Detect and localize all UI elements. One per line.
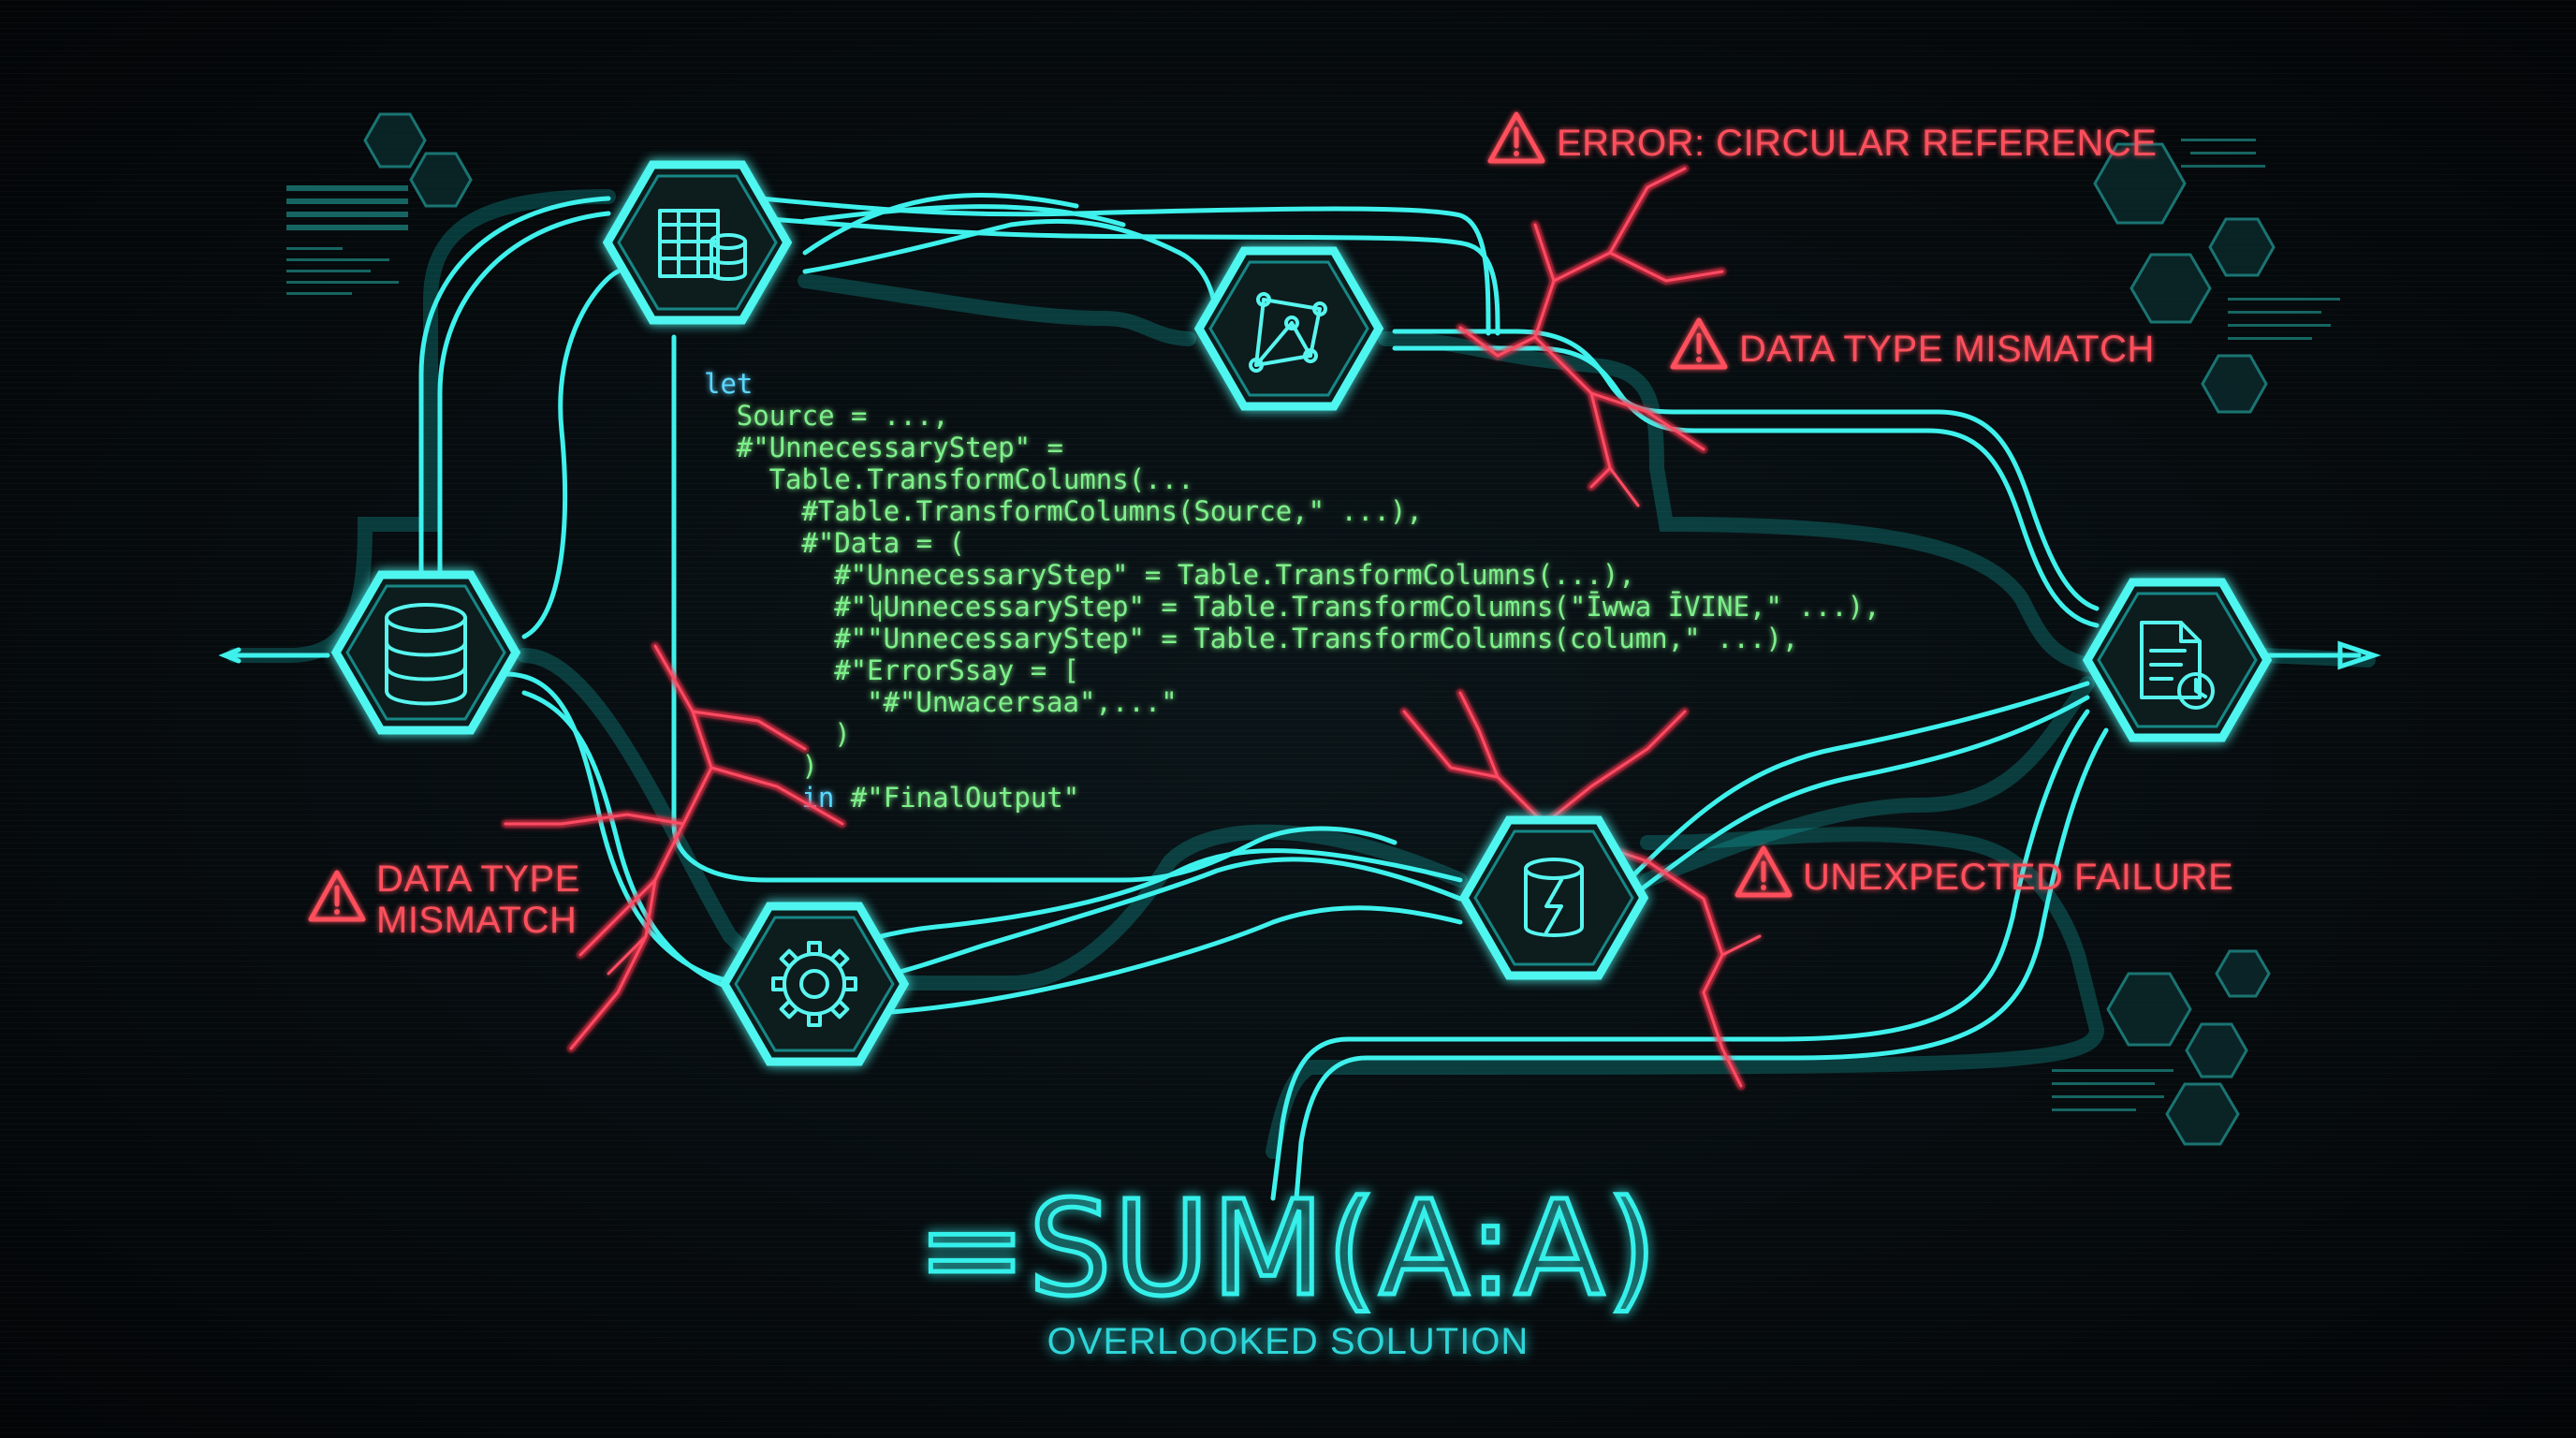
warning-label-line1: DATA TYPE — [376, 858, 580, 900]
warning-circular-reference: ERROR: CIRCULAR REFERENCE — [1487, 111, 2157, 164]
warning-triangle-icon — [308, 870, 366, 922]
code-line: "#"Unwacersaa",..." — [867, 686, 1178, 718]
caption-text: OVERLOOKED SOLUTION — [1047, 1321, 1530, 1362]
formula-block: =SUM(A:A) OVERLOOKED SOLUTION — [915, 1171, 1660, 1363]
network-graph-icon — [1249, 292, 1327, 373]
gear-icon — [771, 941, 857, 1027]
database-error-icon — [1524, 858, 1584, 937]
crack-left — [501, 641, 847, 1053]
warning-triangle-icon — [1487, 111, 1545, 164]
gear-node[interactable] — [719, 902, 910, 1066]
gear-tooth — [807, 1012, 822, 1027]
warning-label-line2: MISMATCH — [376, 900, 577, 941]
gear-tooth — [779, 948, 799, 969]
gear-tooth — [779, 999, 799, 1020]
warning-unexpected-failure: UNEXPECTED FAILURE — [1734, 845, 2233, 898]
code-line: #Table.TransformColumns(Source," ...), — [801, 495, 1422, 527]
report-clock-icon — [2140, 621, 2215, 710]
code-line: #"Data = ( — [801, 527, 965, 559]
code-line: #"UnnecessaryStep" = — [737, 432, 1063, 463]
code-line: let — [704, 368, 753, 400]
code-line: #"ErrorSsay = [ — [834, 654, 1079, 686]
gear-tooth — [807, 941, 822, 956]
gear-tooth — [829, 999, 850, 1020]
table-node[interactable] — [602, 160, 793, 325]
hud-decor-bottom-right — [2052, 949, 2271, 1146]
code-line: #"ʮUnnecessaryStep" = Table.TransformCol… — [834, 591, 1880, 623]
error-cracks — [501, 164, 1762, 1091]
warning-data-type-mismatch-right: DATA TYPE MISMATCH — [1670, 317, 2155, 370]
warning-data-type-mismatch-left: DATA TYPE MISMATCH — [308, 858, 580, 941]
code-line: #""UnnecessaryStep" = Table.TransformCol… — [834, 623, 1798, 654]
graph-node[interactable] — [1193, 246, 1384, 411]
code-line: Source = ..., — [737, 400, 949, 432]
database-node[interactable] — [330, 570, 521, 735]
code-line: Table.TransformColumns(... — [769, 463, 1194, 495]
gear-tooth — [771, 976, 786, 991]
crack-right — [1399, 688, 1762, 1091]
warning-label: UNEXPECTED FAILURE — [1803, 857, 2233, 898]
error-db-node[interactable] — [1458, 815, 1649, 980]
table-database-icon — [658, 209, 747, 281]
code-line: ) — [801, 750, 817, 782]
warning-triangle-icon — [1670, 317, 1728, 370]
code-line: in #"FinalOutput" — [801, 782, 1079, 814]
report-node[interactable] — [2082, 578, 2273, 742]
warning-label: DATA TYPE MISMATCH — [1739, 329, 2155, 370]
warning-triangle-icon — [1734, 845, 1793, 898]
warning-label: ERROR: CIRCULAR REFERENCE — [1557, 123, 2157, 164]
gear-tooth — [829, 948, 850, 969]
hud-decor-top-right — [2093, 139, 2340, 414]
pipe-glow-layer — [227, 189, 2376, 1159]
pipeline-connectors — [218, 189, 2381, 1201]
database-icon — [385, 603, 467, 706]
formula-text: =SUM(A:A) — [917, 1173, 1660, 1326]
gear-tooth — [842, 976, 857, 991]
crack-top — [1456, 164, 1727, 507]
code-line: ) — [834, 718, 850, 750]
hud-decor-top-left — [286, 112, 473, 295]
code-line: #"UnnecessaryStep" = Table.TransformColu… — [834, 559, 1635, 591]
